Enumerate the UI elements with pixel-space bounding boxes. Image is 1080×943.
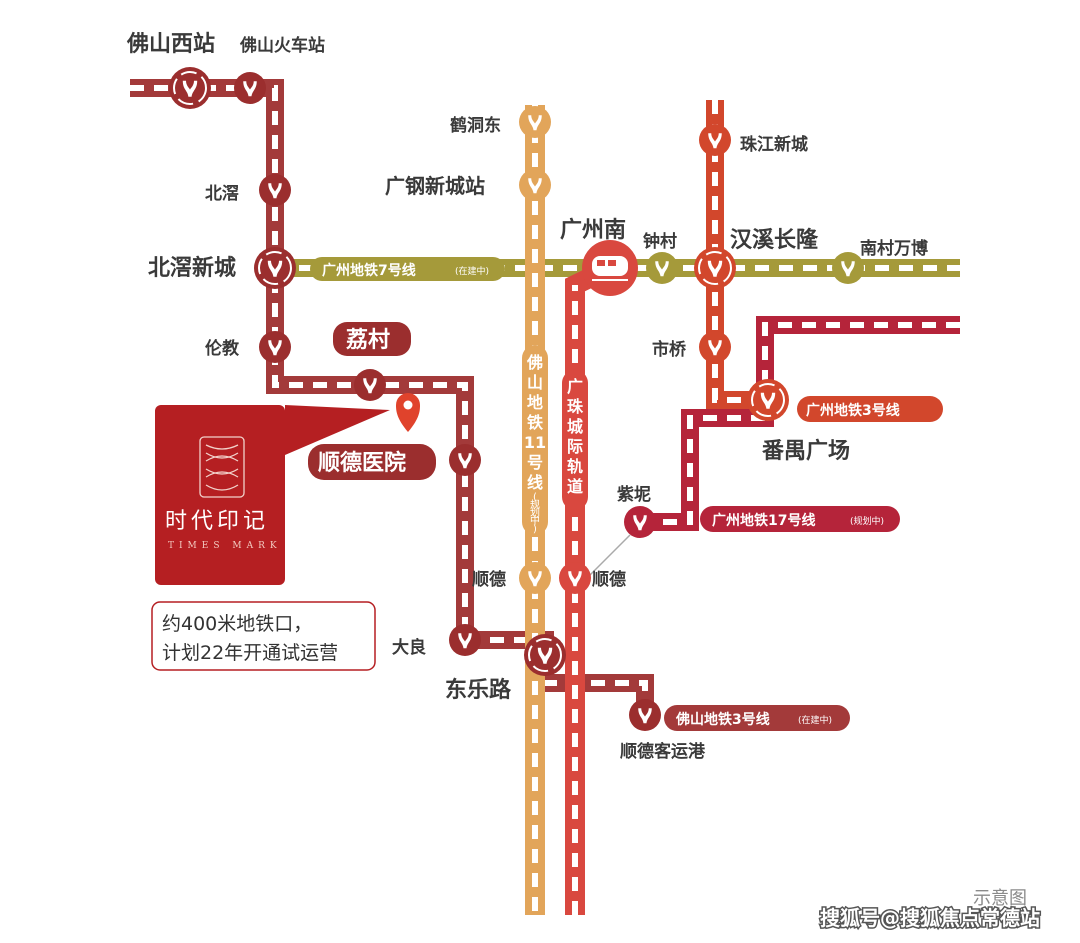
watermark: 搜狐号@搜狐焦点常德站 [820, 906, 1040, 930]
line11-label-char: 号 [527, 453, 543, 472]
station-guanggang-icon [519, 169, 551, 201]
line3-gz-label: 广州地铁3号线 [797, 396, 943, 422]
schematic-note: 示意图 [973, 888, 1027, 909]
station-zini-icon [624, 506, 656, 538]
foshan3-label: 佛山地铁3号线 (在建中) [664, 705, 850, 731]
label-zhongcun: 钟村 [643, 231, 677, 252]
line11-note-char: 中 [530, 514, 540, 527]
label-zhujiang: 珠江新城 [740, 134, 808, 155]
shunde-hospital-highlight: 顺德医院 [308, 444, 436, 480]
line11-label-char: 佛 [526, 353, 543, 372]
label-gz-south: 广州南 [560, 217, 626, 243]
label-hanxi: 汉溪长隆 [730, 228, 819, 253]
line17-track [640, 316, 960, 531]
guangzhu-label-char: 际 [567, 437, 583, 456]
station-foshan-west-icon [169, 67, 211, 109]
label-daliang: 大良 [392, 637, 426, 658]
station-zhujiang-icon [699, 124, 731, 156]
line11-label-char: 山 [527, 373, 543, 392]
station-licun-icon [354, 369, 386, 401]
station-foshan-train-icon [234, 72, 266, 104]
label-foshan-west: 佛山西站 [126, 32, 215, 57]
licun-highlight: 荔村 [333, 322, 411, 356]
label-foshan-train: 佛山火车站 [239, 35, 325, 56]
station-shunde-hospital-icon [449, 444, 481, 476]
shunde-connector [584, 534, 631, 581]
svg-text:广州地铁3号线: 广州地铁3号线 [806, 402, 900, 419]
metro-stations [169, 67, 864, 731]
fingerprint-icon [199, 436, 245, 498]
svg-text:计划22年开通试运营: 计划22年开通试运营 [162, 642, 338, 664]
line11-note-char: 规 [530, 498, 540, 511]
station-shunde-port-icon [629, 699, 661, 731]
guangzhu-label-char: 城 [567, 417, 583, 436]
svg-text:TIMES MARK: TIMES MARK [168, 541, 282, 551]
svg-text:(在建中): (在建中) [798, 714, 832, 726]
label-hedongdong: 鹤洞东 [450, 115, 501, 136]
line11-note-char: 划 [530, 506, 540, 519]
svg-text:广州地铁17号线: 广州地铁17号线 [712, 512, 815, 529]
label-donglelu: 东乐路 [445, 677, 512, 703]
line11-note-char: ( [533, 492, 537, 503]
line11-label-char: 铁 [527, 413, 543, 432]
svg-text:顺德医院: 顺德医院 [318, 450, 406, 476]
svg-text:佛山地铁3号线: 佛山地铁3号线 [675, 711, 770, 728]
station-hanxi-icon [694, 247, 736, 289]
station-hedongdong-icon [519, 106, 551, 138]
guangzhu-label-char: 珠 [567, 397, 584, 416]
svg-text:荔村: 荔村 [346, 328, 390, 353]
line11-label-char: 地 [527, 393, 543, 412]
guangzhu-label-char: 道 [567, 477, 583, 496]
station-zhongcun-icon [646, 252, 678, 284]
label-guanggang: 广钢新城站 [385, 174, 485, 198]
line11-label-char: 线 [527, 473, 543, 492]
svg-text:时代印记: 时代印记 [165, 509, 269, 534]
label-beijiao: 北滘 [205, 184, 239, 204]
line11-label-char: 11 [524, 433, 546, 452]
label-shunde-port: 顺德客运港 [620, 741, 706, 762]
guangzhu-label-char: 广 [567, 377, 583, 396]
station-beijiao-icon [259, 174, 291, 206]
guangzhu-label-char: 轨 [567, 457, 583, 476]
line11-note-char: ) [533, 524, 537, 535]
station-beijiao-new-icon [254, 247, 296, 289]
station-donglelu-icon [524, 634, 566, 676]
station-shunde-a-icon [519, 562, 551, 594]
station-shiqiao-icon [699, 331, 731, 363]
station-lunjiao-icon [259, 331, 291, 363]
label-shiqiao: 市桥 [652, 339, 687, 360]
label-shunde-b: 顺德 [592, 569, 626, 590]
svg-text:广州地铁7号线: 广州地铁7号线 [322, 262, 416, 279]
label-beijiao-new: 北滘新城 [148, 255, 236, 281]
label-zini: 紫坭 [617, 484, 651, 505]
station-shunde-b-icon [559, 562, 591, 594]
label-nancun: 南村万博 [860, 238, 928, 259]
distance-callout: 约400米地铁口， 计划22年开通试运营 [151, 601, 376, 671]
station-labels: 佛山西站 佛山火车站 北滘 北滘新城 伦教 大良 东乐路 顺德 顺德 顺德客运港… [126, 32, 928, 762]
location-pin-icon [396, 393, 420, 432]
label-lunjiao: 伦教 [205, 338, 240, 359]
line17-label: 广州地铁17号线 (规划中) [700, 506, 900, 532]
svg-text:(规划中): (规划中) [850, 515, 884, 527]
label-panyu: 番禺广场 [761, 438, 850, 464]
station-panyu-icon [747, 379, 789, 421]
svg-text:约400米地铁口，: 约400米地铁口， [162, 613, 312, 635]
project-logo: 时代印记 TIMES MARK [155, 405, 390, 585]
station-nancun-icon [832, 252, 864, 284]
station-daliang-icon [449, 624, 481, 656]
svg-text:(在建中): (在建中) [455, 265, 489, 277]
train-icon [582, 240, 638, 296]
line7-label: 广州地铁7号线 (在建中) [310, 257, 505, 281]
label-shunde-a: 顺德 [472, 569, 506, 590]
